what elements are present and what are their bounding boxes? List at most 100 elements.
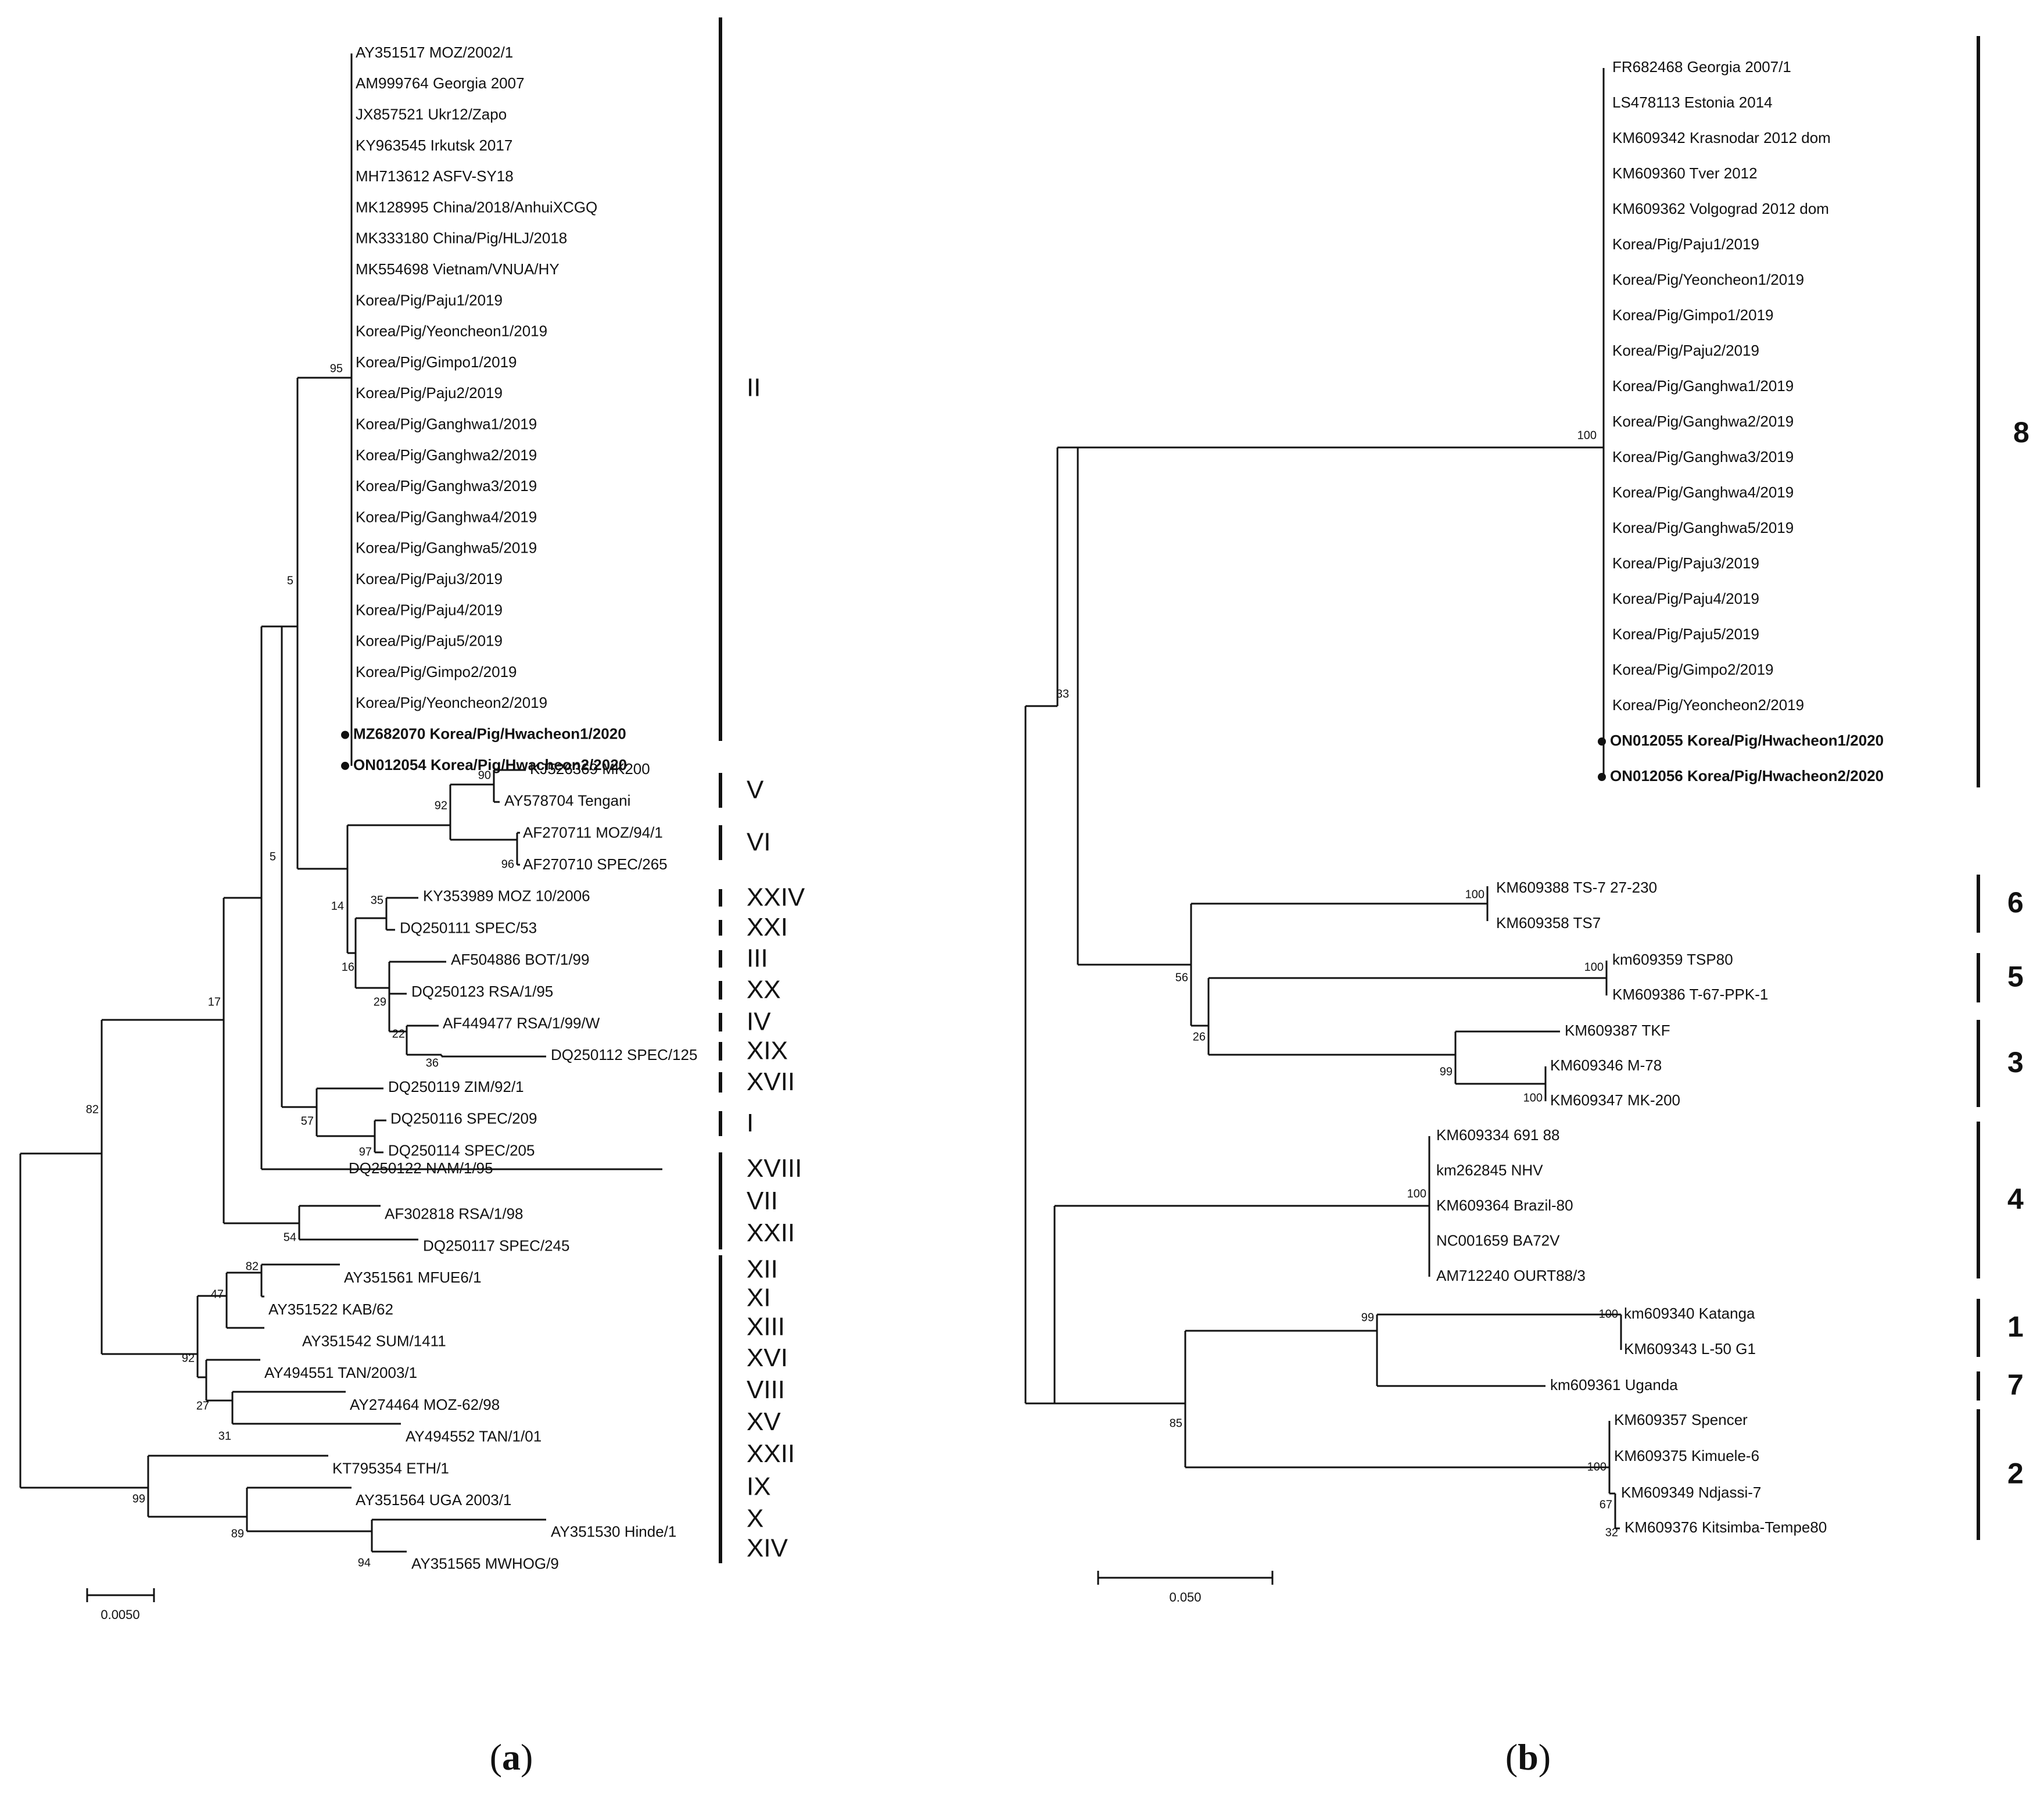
bootstrap-value: 100	[1587, 1460, 1606, 1473]
genotype-label: I	[747, 1109, 754, 1137]
bootstrap-value: 92	[435, 799, 447, 812]
leaf-label: Korea/Pig/Ganghwa4/2019	[356, 508, 537, 525]
scale-bar-label: 0.0050	[101, 1607, 139, 1622]
leaf-label: Korea/Pig/Yeoncheon2/2019	[356, 694, 547, 711]
leaf-label: Korea/Pig/Paju2/2019	[1612, 342, 1759, 359]
bootstrap-value: 82	[86, 1103, 99, 1116]
leaf-label: DQ250119 ZIM/92/1	[388, 1078, 524, 1095]
bootstrap-value: 26	[1193, 1030, 1206, 1043]
leaf-label: FR682468 Georgia 2007/1	[1612, 58, 1791, 76]
leaf-label: KM609387 TKF	[1565, 1022, 1670, 1039]
bootstrap-value: 54	[284, 1231, 296, 1244]
leaf-label: Korea/Pig/Ganghwa5/2019	[356, 539, 537, 557]
leaf-label: KM609357 Spencer	[1614, 1411, 1748, 1428]
leaf-label: MK128995 China/2018/AnhuiXCGQ	[356, 198, 597, 216]
bootstrap-value: 100	[1577, 429, 1597, 442]
leaf-label: Korea/Pig/Ganghwa2/2019	[356, 446, 537, 464]
genotype-label: XIV	[747, 1534, 788, 1563]
leaf-label: MH713612 ASFV-SY18	[356, 167, 514, 185]
scale-bar-label: 0.050	[1169, 1590, 1201, 1604]
leaf-label: Korea/Pig/Paju1/2019	[1612, 235, 1759, 253]
leaf-label: KY353989 MOZ 10/2006	[423, 887, 590, 905]
leaf-label: KM609334 691 88	[1436, 1126, 1560, 1144]
leaf-label: Korea/Pig/Ganghwa3/2019	[356, 477, 537, 495]
genotype-label: XXII	[747, 1439, 795, 1468]
leaf-label: DQ250123 RSA/1/95	[411, 983, 553, 1000]
bootstrap-value: 31	[218, 1430, 231, 1442]
bootstrap-value: 17	[208, 995, 221, 1008]
bootstrap-value: 99	[1440, 1065, 1453, 1078]
bootstrap-value: 35	[371, 894, 383, 907]
leaf-label: AF302818 RSA/1/98	[385, 1205, 523, 1223]
leaf-label: KM609376 Kitsimba-Tempe80	[1625, 1518, 1827, 1536]
bootstrap-value: 100	[1599, 1308, 1618, 1320]
genotype-label: IV	[747, 1008, 771, 1036]
genotype-label: 8	[2013, 416, 2029, 449]
bootstrap-value: 16	[342, 961, 354, 973]
leaf-label: Korea/Pig/Paju4/2019	[1612, 590, 1759, 607]
bootstrap-value: 89	[231, 1527, 244, 1540]
genotype-label: VII	[747, 1187, 778, 1215]
bootstrap-value: 100	[1584, 961, 1604, 973]
genotype-label: 3	[2007, 1046, 2024, 1079]
bootstrap-value: 67	[1600, 1498, 1612, 1511]
bootstrap-value: 97	[359, 1145, 372, 1158]
leaf-label: AY351561 MFUE6/1	[344, 1269, 482, 1286]
leaf-label: KY963545 Irkutsk 2017	[356, 137, 512, 154]
leaf-label: Korea/Pig/Paju5/2019	[356, 632, 503, 650]
panel-label-a: (a)	[490, 1736, 533, 1778]
bootstrap-value: 5	[270, 850, 276, 863]
leaf-label: Korea/Pig/Paju2/2019	[356, 384, 503, 402]
bootstrap-value: 96	[501, 858, 514, 871]
genotype-label: 7	[2007, 1369, 2024, 1401]
genotype-label: X	[747, 1505, 763, 1533]
leaf-label: KM609358 TS7	[1496, 914, 1601, 932]
leaf-label: AM712240 OURT88/3	[1436, 1267, 1586, 1284]
bootstrap-value: 82	[246, 1260, 259, 1273]
bootstrap-value: 100	[1523, 1091, 1543, 1104]
leaf-label: DQ250122 NAM/1/95	[349, 1159, 493, 1177]
bootstrap-value: 90	[478, 769, 491, 782]
leaf-label: AF449477 RSA/1/99/W	[443, 1014, 600, 1031]
bootstrap-value: 5	[287, 574, 293, 587]
bootstrap-value: 29	[374, 995, 386, 1008]
genotype-label: IX	[747, 1473, 771, 1501]
leaf-label: Korea/Pig/Ganghwa1/2019	[356, 415, 537, 432]
genotype-label: XX	[747, 976, 781, 1004]
genotype-label: XVIII	[747, 1154, 802, 1183]
genotype-label: 2	[2007, 1457, 2024, 1490]
leaf-label: DQ250117 SPEC/245	[423, 1237, 569, 1254]
bootstrap-value: 94	[358, 1556, 371, 1569]
leaf-label: KM609343 L-50 G1	[1624, 1340, 1756, 1358]
leaf-label: Korea/Pig/Ganghwa1/2019	[1612, 377, 1794, 395]
bootstrap-value: 33	[1056, 687, 1069, 700]
leaf-label: AY274464 MOZ-62/98	[350, 1396, 500, 1413]
bootstrap-value: 85	[1170, 1417, 1182, 1430]
leaf-label: KM609375 Kimuele-6	[1614, 1447, 1759, 1464]
leaf-label: AY351565 MWHOG/9	[411, 1555, 559, 1572]
genotype-label: XV	[747, 1407, 781, 1436]
leaf-label: LS478113 Estonia 2014	[1612, 94, 1773, 111]
bootstrap-value: 99	[132, 1492, 145, 1505]
bootstrap-value: 27	[196, 1399, 209, 1412]
bootstrap-value: 32	[1605, 1526, 1618, 1539]
genotype-label: XXII	[747, 1219, 795, 1247]
genotype-label: XI	[747, 1284, 771, 1312]
leaf-label: Korea/Pig/Paju3/2019	[356, 570, 503, 588]
genotype-label: 6	[2007, 886, 2024, 919]
leaf-label: KM609349 Ndjassi-7	[1621, 1484, 1761, 1501]
leaf-label: MK333180 China/Pig/HLJ/2018	[356, 230, 567, 247]
leaf-label: DQ250116 SPEC/209	[390, 1110, 537, 1127]
bootstrap-value: 95	[330, 362, 343, 375]
leaf-label: NC001659 BA72V	[1436, 1231, 1560, 1249]
leaf-label: KM609362 Volgograd 2012 dom	[1612, 200, 1829, 217]
panel-label-b: (b)	[1505, 1736, 1551, 1778]
leaf-label: AF504886 BOT/1/99	[451, 951, 589, 968]
genotype-label: XVI	[747, 1344, 788, 1372]
leaf-label: DQ250112 SPEC/125	[551, 1046, 697, 1063]
bootstrap-value: 56	[1175, 971, 1188, 984]
leaf-label: JX857521 Ukr12/Zapo	[356, 105, 507, 123]
leaf-label: AM999764 Georgia 2007	[356, 74, 525, 92]
genotype-label: VIII	[747, 1376, 785, 1404]
